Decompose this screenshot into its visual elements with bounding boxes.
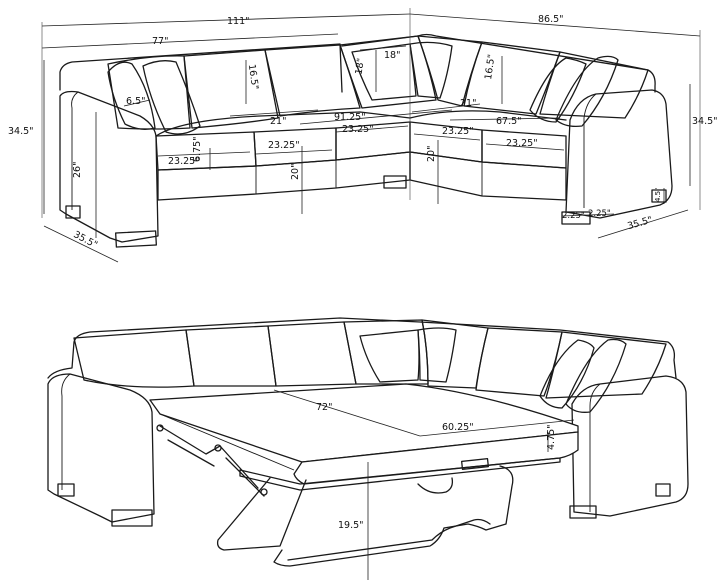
bottom-leg-right: [655, 483, 671, 497]
bottom-leg-back-left: [57, 483, 75, 497]
label-seat-height-2: 20": [426, 146, 437, 162]
label-bed-length: 72": [316, 402, 332, 413]
bottom-leg-front-left: [111, 509, 153, 527]
bed-handle: [461, 458, 489, 470]
label-side-length: 86.5": [538, 14, 564, 25]
leg-back-right: [651, 189, 667, 203]
bottom-dimension-labels: 72" 60.25" 4.75" 19.5": [316, 402, 557, 531]
left-back-frame: [59, 43, 343, 93]
label-seat-cushion-5: 23.25": [506, 138, 538, 149]
label-seat-depth: 21": [270, 116, 286, 127]
label-seat-cushion-1: 23.25": [168, 156, 200, 167]
bottom-corner-cushion: [343, 319, 429, 385]
bottom-back-cushion-right-3: [545, 331, 667, 399]
bottom-sofa-drawing: [47, 317, 689, 567]
bottom-dimension-lines: [273, 389, 575, 580]
pillow-right-1: [529, 57, 587, 123]
label-pillow-width: 18": [384, 50, 400, 61]
pillow-right-2: [555, 55, 619, 128]
label-bed-height: 19.5": [338, 520, 364, 531]
bottom-pillow-corner-2: [417, 327, 457, 383]
label-inner-long: 91.25": [334, 112, 366, 123]
label-back-cushion-a: 16.5": [246, 64, 260, 91]
back-cushion-right-3: [539, 51, 649, 119]
bottom-back-cushion-3: [267, 321, 357, 387]
bed-frame-rail: [239, 457, 561, 491]
label-depth-left: 35.5": [72, 229, 100, 251]
leg-back-left: [65, 205, 81, 219]
label-inner-short: 67.5": [496, 116, 522, 127]
right-back-frame: [417, 33, 656, 93]
label-section-length: 77": [152, 36, 168, 47]
bottom-back-frame: [47, 317, 677, 379]
label-height-left: 34.5": [8, 126, 34, 137]
back-cushion-left-1: [107, 55, 191, 130]
label-mattress-thickness: 4.75": [546, 424, 557, 450]
fold-arm-support: [216, 477, 307, 551]
leg-front-right: [561, 211, 591, 225]
bottom-right-arm: [571, 375, 689, 517]
fold-arm-left: [159, 425, 265, 497]
bottom-pillow-corner-1: [359, 329, 420, 383]
bottom-back-cushion-2: [185, 325, 277, 387]
bottom-pillow-right-2: [565, 338, 627, 413]
pillow-left-1: [107, 61, 156, 130]
bottom-leg-front-right: [569, 505, 597, 519]
pillow-left-2: [142, 60, 201, 135]
fold-hinge: [417, 477, 454, 494]
label-seat-cushion-3: 23.25": [342, 124, 374, 135]
bottom-left-arm: [47, 373, 155, 523]
label-arm-width: 6.5": [126, 96, 145, 107]
label-leg-height: 4.5": [654, 188, 662, 202]
label-arm-height: 26": [72, 162, 83, 178]
back-cushion-left-3: [264, 44, 361, 117]
left-arm: [59, 90, 159, 243]
back-cushion-right-2: [463, 41, 561, 115]
label-seat-height-1: 20": [290, 164, 301, 180]
bottom-back-cushion-1: [73, 329, 195, 388]
label-leg-width-b: 2.25": [588, 209, 611, 219]
label-cushion-thickness: 6.75": [192, 136, 203, 162]
seat-top-left: [155, 111, 411, 137]
label-corner-depth: 21": [460, 98, 476, 109]
pillow-corner-2: [409, 41, 453, 99]
label-depth-right: 35.5": [626, 215, 654, 233]
bottom-pillow-right-1: [539, 339, 595, 409]
label-back-cushion-b: 16.5": [483, 54, 497, 81]
label-pillow-height: 18": [354, 57, 367, 75]
leg-corner: [383, 175, 407, 189]
label-overall-length: 111": [227, 16, 250, 27]
top-dimension-lines: [41, 8, 701, 263]
label-seat-cushion-2: 23.25": [268, 140, 300, 151]
label-bed-width: 60.25": [442, 422, 474, 433]
label-leg-width-a: 2.25": [562, 211, 585, 221]
label-height-right: 34.5": [692, 116, 718, 127]
mattress-top: [149, 383, 579, 463]
leg-front-left: [115, 230, 157, 248]
label-seat-cushion-4: 23.25": [442, 126, 474, 137]
